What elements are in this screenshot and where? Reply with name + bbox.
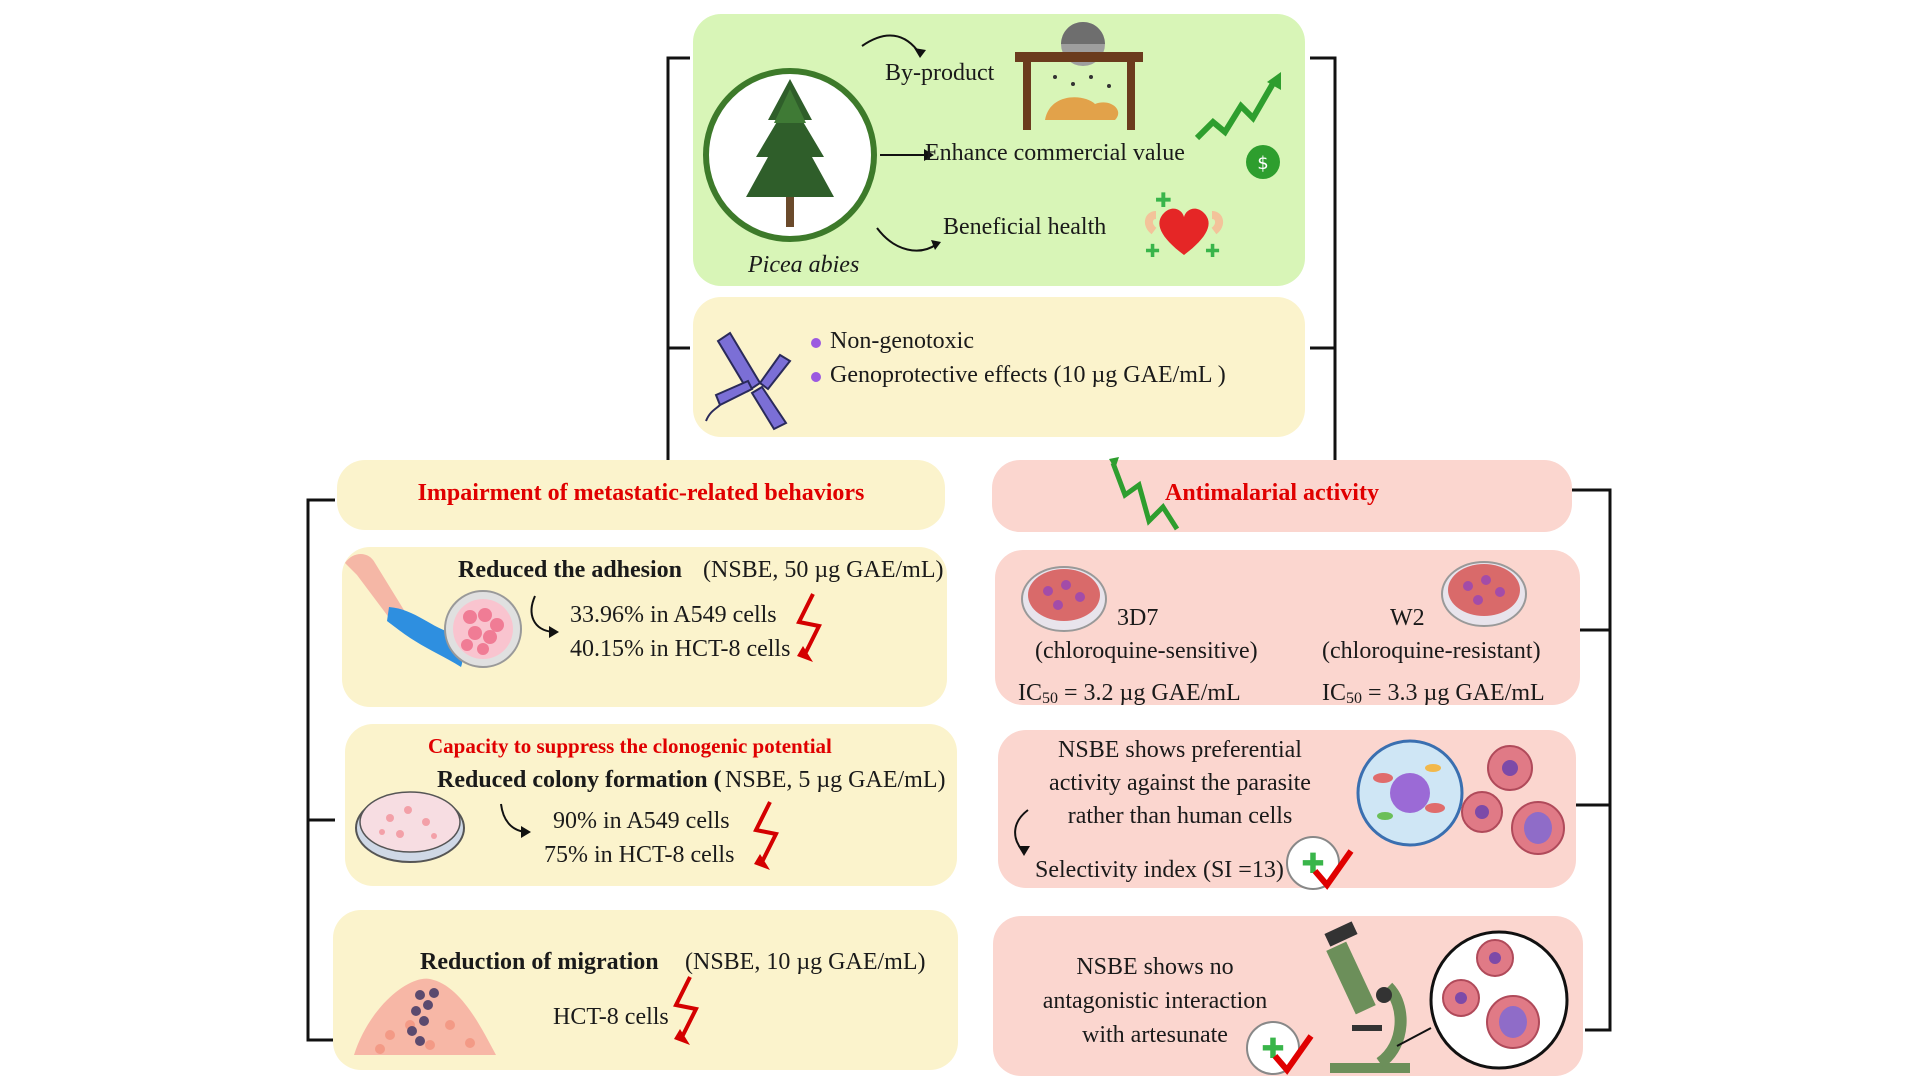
infected-culture-icon bbox=[1441, 561, 1527, 627]
byproduct-label: By-product bbox=[885, 60, 995, 86]
ic-subscript: 50 bbox=[1042, 690, 1058, 707]
adhesion-condition: (NSBE, 50 µg GAE/mL) bbox=[703, 557, 944, 583]
right-bracket bbox=[1572, 488, 1612, 1032]
strain1-desc: (chloroquine-sensitive) bbox=[1035, 638, 1258, 664]
glove-petri-icon bbox=[345, 554, 522, 668]
tree-icon bbox=[703, 68, 877, 242]
strain1-name: 3D7 bbox=[1117, 605, 1159, 631]
strain2-desc: (chloroquine-resistant) bbox=[1322, 638, 1541, 664]
migration-hct8: HCT-8 cells bbox=[553, 1004, 669, 1030]
ic-label: IC bbox=[1018, 680, 1042, 706]
infected-rbc-icon bbox=[1461, 745, 1565, 855]
strain2-ic50: IC50 = 3.3 µg GAE/mL bbox=[1322, 678, 1545, 709]
artesunate-line2: antagonistic interaction bbox=[1042, 988, 1268, 1014]
bullet-dot bbox=[811, 372, 821, 382]
left-bracket bbox=[306, 498, 335, 1042]
chromosome-icon bbox=[705, 331, 792, 431]
decrease-arrow-icon bbox=[796, 593, 822, 662]
magnified-parasite-icon bbox=[1396, 930, 1569, 1070]
selectivity-line1: NSBE shows preferential bbox=[1058, 737, 1302, 763]
curved-arrow-icon bbox=[500, 803, 531, 838]
adhesion-panel bbox=[342, 547, 947, 707]
metastatic-heading: Impairment of metastatic-related behavio… bbox=[417, 480, 865, 506]
genoprotective-label: Genoprotective effects (10 µg GAE/mL ) bbox=[830, 362, 1226, 388]
selectivity-line2: activity against the parasite bbox=[1049, 770, 1311, 796]
strain2-name: W2 bbox=[1390, 605, 1425, 631]
artesunate-line1: NSBE shows no bbox=[1076, 954, 1234, 980]
colony-condition: NSBE, 5 µg GAE/mL) bbox=[725, 767, 946, 793]
sawmill-icon bbox=[1015, 22, 1143, 130]
selectivity-index: Selectivity index (SI =13) bbox=[1035, 857, 1284, 883]
artesunate-line3: with artesunate bbox=[1082, 1022, 1228, 1048]
colony-a549: 90% in A549 cells bbox=[553, 808, 730, 834]
colony-hct8: 75% in HCT-8 cells bbox=[544, 842, 735, 868]
svg-text:✚: ✚ bbox=[1155, 188, 1172, 212]
adhesion-hct8: 40.15% in HCT-8 cells bbox=[570, 636, 791, 662]
curved-arrow-icon bbox=[1014, 809, 1030, 856]
metastatic-heading-panel bbox=[337, 460, 945, 530]
selectivity-line3: rather than human cells bbox=[1067, 803, 1293, 829]
adhesion-a549: 33.96% in A549 cells bbox=[570, 602, 777, 628]
microscope-icon bbox=[1324, 921, 1410, 1073]
svg-text:✚: ✚ bbox=[1205, 241, 1220, 262]
antimalarial-heading-panel bbox=[992, 460, 1572, 532]
species-label: Picea abies bbox=[748, 252, 860, 278]
antimalarial-heading: Antimalarial activity bbox=[1165, 480, 1379, 506]
migration-title: Reduction of migration bbox=[420, 949, 659, 975]
arrow-icon bbox=[861, 34, 926, 58]
strain1-ic50: IC50 = 3.2 µg GAE/mL bbox=[1018, 678, 1241, 709]
non-genotoxic-label: Non-genotoxic bbox=[830, 328, 974, 354]
curved-arrow-icon bbox=[530, 595, 559, 638]
top-right-bracket bbox=[1310, 56, 1337, 350]
top-left-bracket bbox=[666, 56, 690, 350]
approved-check-icon: ✚ bbox=[1286, 836, 1354, 890]
decrease-arrow-icon bbox=[753, 801, 779, 870]
migration-condition: (NSBE, 10 µg GAE/mL) bbox=[685, 949, 926, 975]
bullet-dot bbox=[811, 338, 821, 348]
arrow-icon bbox=[880, 149, 934, 161]
human-cell-icon bbox=[1356, 739, 1464, 847]
decrease-arrow-icon bbox=[673, 976, 699, 1045]
ic-value: = 3.3 µg GAE/mL bbox=[1368, 680, 1545, 706]
cell-migration-icon bbox=[354, 978, 496, 1055]
parasite-trend-icon bbox=[1109, 457, 1180, 531]
ic-subscript: 50 bbox=[1346, 690, 1362, 707]
health-label: Beneficial health bbox=[943, 214, 1107, 240]
petri-dish-icon bbox=[355, 791, 465, 863]
adhesion-title: Reduced the adhesion bbox=[458, 557, 683, 583]
clonogenic-heading: Capacity to suppress the clonogenic pote… bbox=[428, 734, 832, 758]
arrow-icon bbox=[876, 227, 941, 252]
commercial-label: Enhance commercial value bbox=[925, 140, 1185, 166]
svg-text:✚: ✚ bbox=[1145, 241, 1160, 262]
genotoxicity-panel bbox=[693, 297, 1305, 437]
colony-title: Reduced colony formation ( bbox=[437, 767, 722, 793]
ic-label: IC bbox=[1322, 680, 1346, 706]
approved-check-icon: ✚ bbox=[1246, 1021, 1314, 1075]
ic-value: = 3.2 µg GAE/mL bbox=[1064, 680, 1241, 706]
growth-chart-icon: $ bbox=[1194, 72, 1281, 179]
healthy-heart-icon: ✚ ✚ ✚ bbox=[1145, 188, 1223, 262]
svg-text:$: $ bbox=[1257, 153, 1268, 174]
infected-culture-icon bbox=[1021, 566, 1107, 632]
